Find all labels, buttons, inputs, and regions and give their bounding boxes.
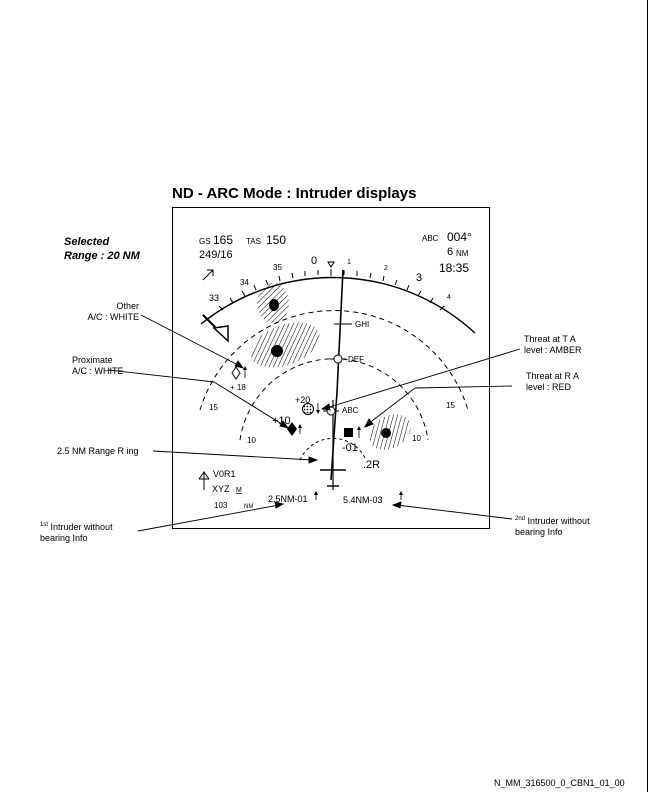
vor-pointer-icon (198, 471, 210, 490)
range-ring-2-5nm (299, 437, 367, 461)
lubber-triangle (327, 261, 335, 268)
compass-tick-marks (218, 269, 445, 311)
compass-label-35: 35 (273, 263, 282, 272)
range-label-left-10: 10 (247, 436, 256, 445)
vor-ident: XYZ (212, 484, 230, 494)
callout-threat-ra: Threat at R A level : RED (526, 371, 636, 393)
callout-first-no-bearing: 1st Intruder without bearing Info (40, 520, 150, 544)
ta-intruder-alt: +20 (295, 395, 310, 405)
range-label-right-15: 15 (446, 401, 455, 410)
wind-value: 249/16 (199, 249, 233, 261)
figure-id: N_MM_316500_0_CBN1_01_00 (494, 778, 625, 788)
gs-value: 165 (213, 233, 233, 247)
waypoint-bearing: 004° (447, 230, 472, 244)
other-aircraft-arrow (202, 314, 229, 343)
range-label: Range : 20 NM (64, 250, 140, 262)
tas-value: 150 (266, 233, 286, 247)
compass-label-4: 4 (447, 294, 451, 301)
range-label-right-10: 10 (412, 434, 421, 443)
callout-second-no-bearing-text: 2nd Intruder without bearing Info (515, 514, 625, 538)
compass-label-1: 1 (347, 259, 351, 266)
callout-range-ring: 2.5 NM Range R ing (57, 446, 139, 456)
callout-second-no-bearing: 2nd Intruder without bearing Info (515, 514, 625, 538)
weather-returns (250, 283, 411, 450)
ra-intruder-symbol: -01 (342, 426, 361, 454)
waypoint-ghi: GHI (334, 320, 369, 329)
proximate-diamond-alt: +10 (272, 415, 291, 427)
callout-threat-ta: Threat at T A level : AMBER (524, 334, 634, 356)
callout-threat-ra-text: Threat at R A level : RED (526, 371, 580, 392)
flight-plan-track (330, 269, 344, 481)
waypoint-abc-label: ABC (342, 406, 359, 415)
first-superscript: 1st (40, 522, 49, 528)
callout-leaders (108, 314, 521, 532)
no-bearing-2-arrow-icon (399, 491, 403, 500)
selected-range-note: Selected Range : 20 NM (64, 235, 184, 263)
waypoint-def-label: DEF (348, 355, 364, 364)
compass-label-33: 33 (209, 293, 219, 303)
callout-first-no-bearing-text: 1st Intruder without bearing Info (40, 520, 150, 544)
gs-label: GS (199, 237, 211, 246)
callout-threat-ta-text: Threat at T A level : AMBER (524, 334, 582, 355)
no-bearing-1-arrow-icon (314, 491, 318, 500)
compass-label-3: 3 (416, 272, 422, 284)
compass-label-34: 34 (240, 278, 249, 287)
waypoint-distance-unit: NM (456, 249, 469, 258)
selected-label: Selected (64, 236, 110, 248)
proximate-intruder-alt: + 18 (230, 383, 246, 392)
ra-intruder-alt: -01 (342, 442, 358, 454)
vor-name: V0R1 (213, 469, 236, 479)
waypoint-ghi-label: GHI (355, 320, 369, 329)
range-ring-label: .2R (363, 459, 380, 471)
time-display: 18:35 (439, 261, 469, 275)
vor-distance-unit: NM (244, 504, 253, 510)
callout-other-ac-text: Other A/C : WHITE (87, 301, 140, 322)
figure-title: ND - ARC Mode : Intruder displays (172, 185, 417, 202)
second-no-bearing-desc: Intruder without bearing Info (515, 516, 590, 537)
second-superscript: 2nd (515, 516, 526, 522)
ta-intruder-symbol: +20 (295, 395, 320, 415)
tas-label: TAS (246, 237, 261, 246)
vor-ident-suffix: M (236, 487, 242, 494)
range-label-left-15: 15 (209, 403, 218, 412)
callout-other-ac: Other A/C : WHITE (64, 301, 140, 323)
compass-label-0: 0 (311, 255, 317, 267)
callout-proximate-ac: Proximate A/C : WHITE (72, 355, 152, 377)
proximate-intruder-symbol: + 18 (230, 366, 247, 392)
waypoint-def: DEF (330, 354, 364, 364)
compass-label-2: 2 (384, 265, 388, 272)
waypoint-name: ABC (422, 234, 439, 243)
vor-distance: 103 (214, 501, 228, 510)
waypoint-distance: 6 (447, 246, 453, 258)
proximate-diamond-symbol: +10 (272, 415, 302, 436)
no-bearing-intruder-1: 2.5NM-01 (268, 494, 308, 504)
wind-arrow-icon (202, 269, 214, 281)
display-frame (172, 207, 490, 529)
no-bearing-intruder-2: 5.4NM-03 (343, 495, 383, 505)
first-no-bearing-desc: Intruder without bearing Info (40, 522, 113, 543)
callout-proximate-ac-text: Proximate A/C : WHITE (72, 355, 124, 376)
